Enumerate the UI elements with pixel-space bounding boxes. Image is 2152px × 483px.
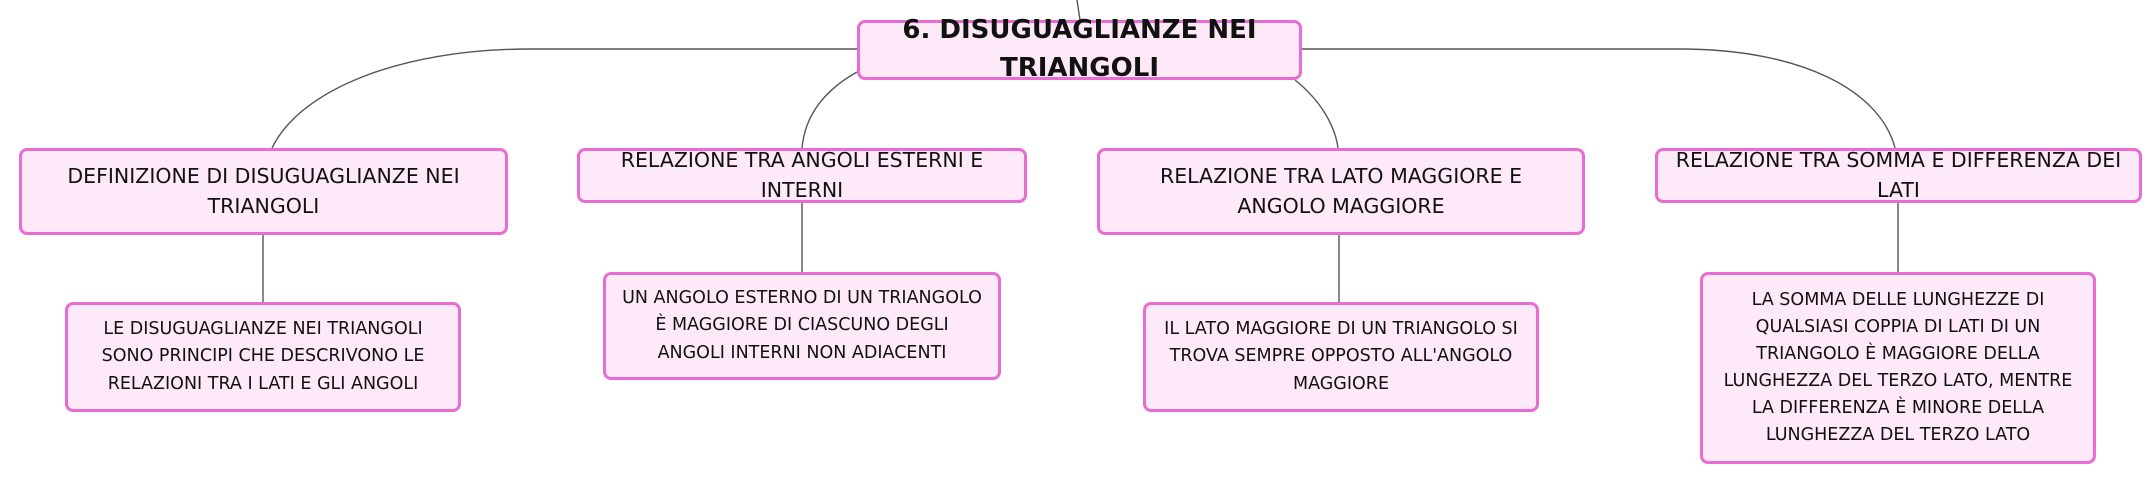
connector-root-to-branch-3	[1294, 79, 1339, 149]
connector-root-to-branch-2	[801, 71, 858, 149]
branch-definition[interactable]: DEFINIZIONE DI DISUGUAGLIANZE NEI TRIANG…	[19, 148, 508, 235]
branch-greater-side-greater-angle-label: RELAZIONE TRA LATO MAGGIORE E ANGOLO MAG…	[1159, 163, 1523, 218]
branch-sum-difference-sides[interactable]: RELAZIONE TRA SOMMA E DIFFERENZA DEI LAT…	[1655, 148, 2142, 203]
detail-exterior-interior-angles-text: UN ANGOLO ESTERNO DI UN TRIANGOLO È MAGG…	[622, 288, 982, 363]
detail-greater-side-greater-angle[interactable]: IL LATO MAGGIORE DI UN TRIANGOLO SI TROV…	[1143, 302, 1539, 412]
detail-sum-difference-sides-text: LA SOMMA DELLE LUNGHEZZE DI QUALSIASI CO…	[1723, 289, 2073, 446]
detail-definition-text: LE DISUGUAGLIANZE NEI TRIANGOLI SONO PRI…	[101, 319, 425, 394]
root-topic-label: 6. DISUGUAGLIANZE NEI TRIANGOLI	[902, 15, 1257, 83]
root-topic[interactable]: 6. DISUGUAGLIANZE NEI TRIANGOLI	[857, 15, 1302, 83]
connector-root-to-branch-4	[1302, 48, 1896, 149]
branch-greater-side-greater-angle[interactable]: RELAZIONE TRA LATO MAGGIORE E ANGOLO MAG…	[1097, 148, 1585, 235]
detail-sum-difference-sides[interactable]: LA SOMMA DELLE LUNGHEZZE DI QUALSIASI CO…	[1700, 272, 2096, 464]
branch-exterior-interior-angles-label: RELAZIONE TRA ANGOLI ESTERNI E INTERNI	[620, 147, 984, 202]
detail-greater-side-greater-angle-text: IL LATO MAGGIORE DI UN TRIANGOLO SI TROV…	[1164, 319, 1518, 394]
branch-definition-label: DEFINIZIONE DI DISUGUAGLIANZE NEI TRIANG…	[67, 163, 460, 218]
branch-sum-difference-sides-label: RELAZIONE TRA SOMMA E DIFFERENZA DEI LAT…	[1675, 147, 2122, 202]
branch-exterior-interior-angles[interactable]: RELAZIONE TRA ANGOLI ESTERNI E INTERNI	[577, 148, 1027, 203]
connector-parent-to-root	[1076, 0, 1081, 21]
connector-root-to-branch-1	[271, 48, 857, 149]
detail-definition[interactable]: LE DISUGUAGLIANZE NEI TRIANGOLI SONO PRI…	[65, 302, 461, 412]
detail-exterior-interior-angles[interactable]: UN ANGOLO ESTERNO DI UN TRIANGOLO È MAGG…	[603, 272, 1001, 380]
